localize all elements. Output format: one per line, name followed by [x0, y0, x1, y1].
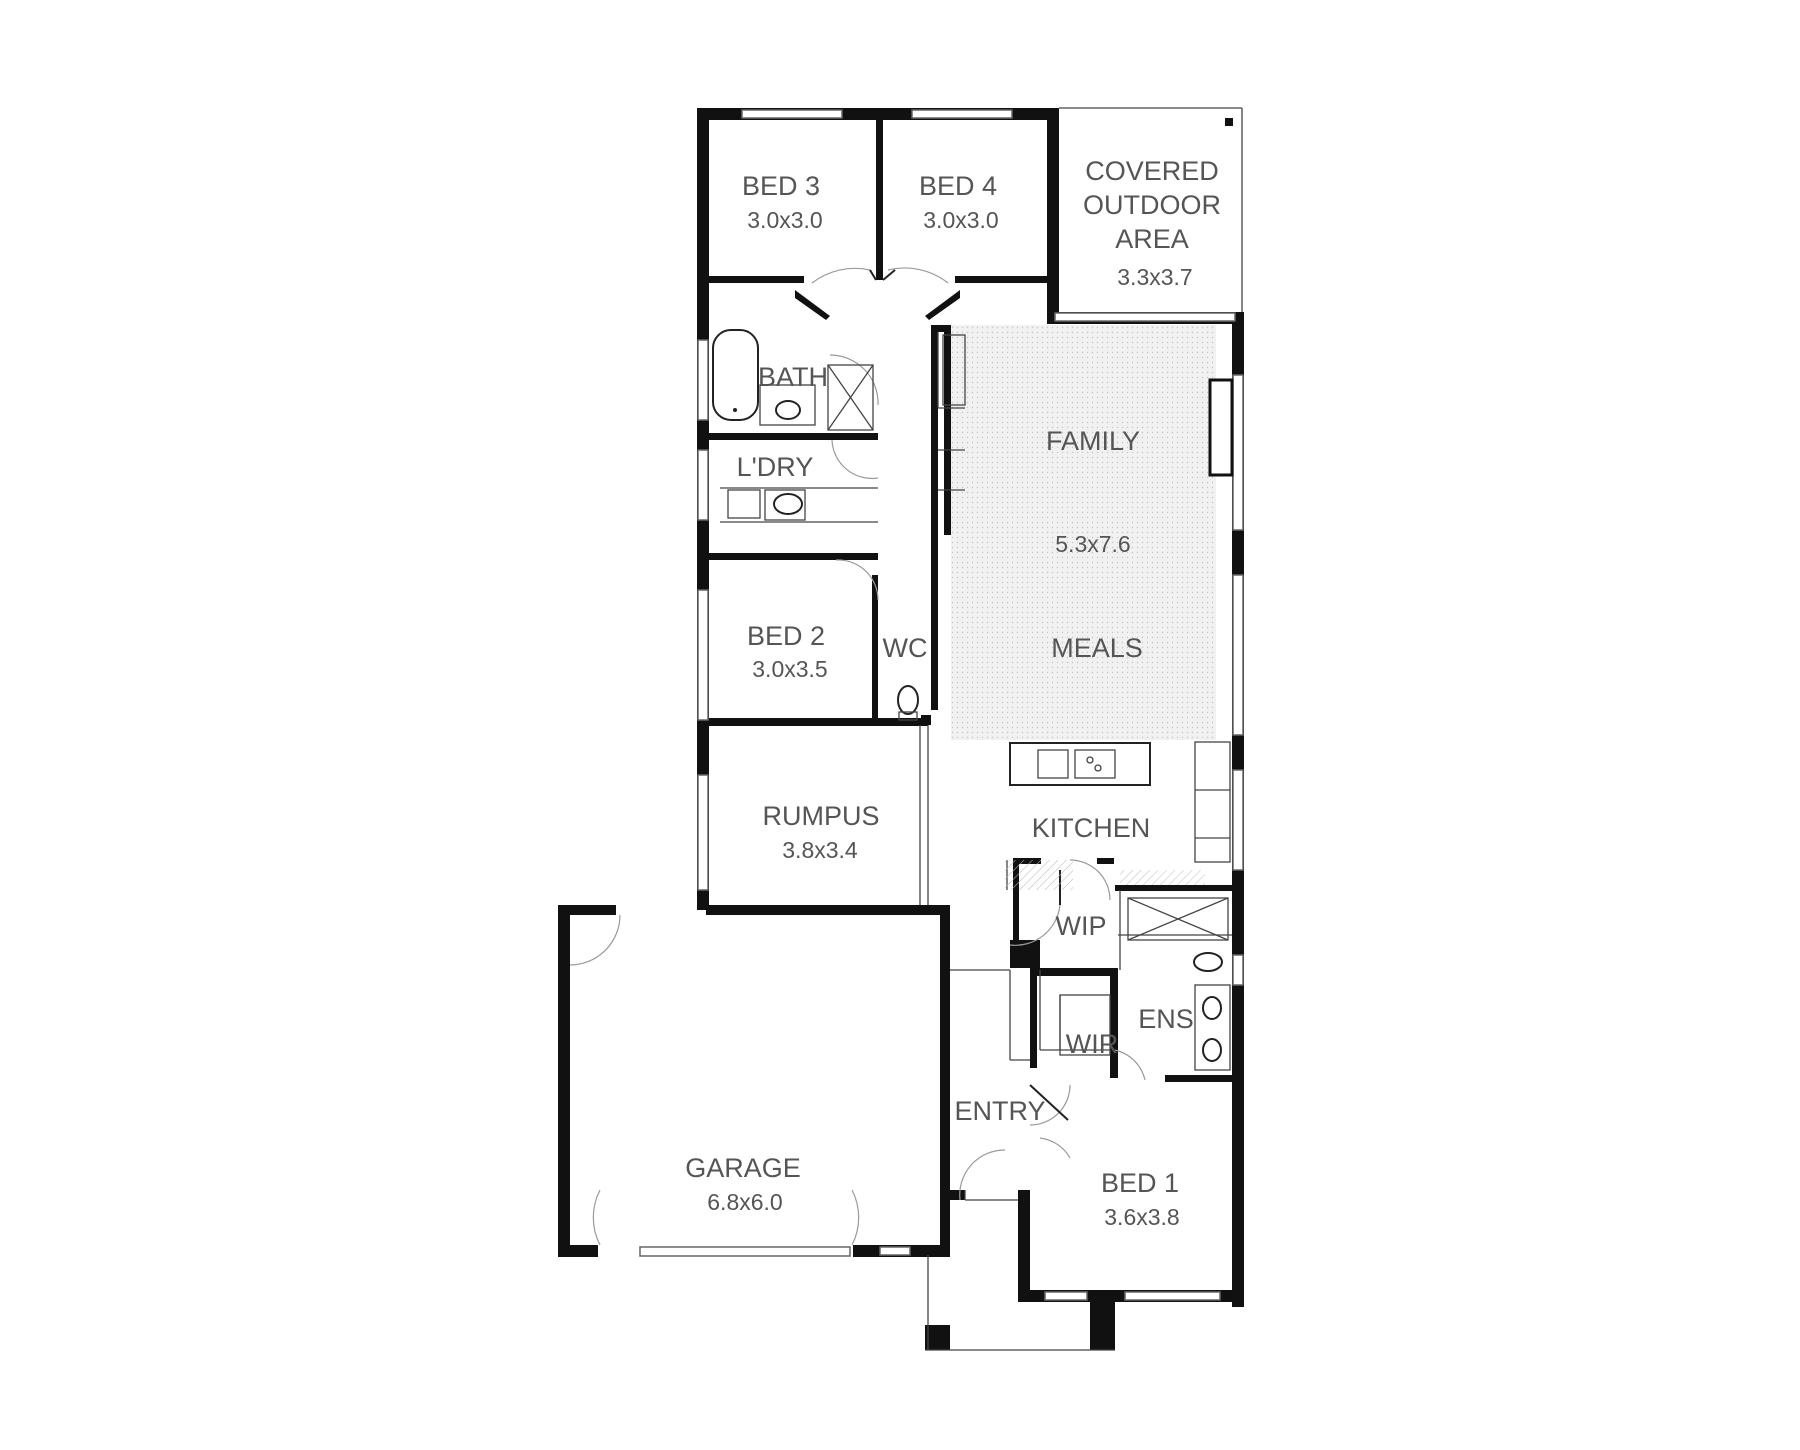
family-size: 5.3x7.6 [1055, 531, 1130, 557]
bed4-name: BED 4 [919, 171, 997, 201]
laundry-tub [727, 489, 761, 519]
laundry-name: L'DRY [737, 452, 814, 482]
rumpus-name: RUMPUS [762, 801, 879, 831]
ensuite-toilet [1193, 952, 1223, 972]
bathtub [712, 329, 759, 421]
toilet [897, 685, 919, 715]
wir-name: WIR [1066, 1029, 1118, 1059]
family-name: FAMILY [1046, 426, 1140, 456]
kitchen-island [1009, 742, 1151, 786]
bath-name: BATH [758, 362, 828, 392]
outdoor-name-line3: AREA [1115, 224, 1189, 254]
ensuite-vanity [1194, 984, 1231, 1071]
shower [827, 364, 874, 431]
garage-size: 6.8x6.0 [707, 1189, 782, 1215]
wc-name: WC [883, 633, 928, 663]
bed4-size: 3.0x3.0 [923, 207, 998, 233]
outdoor-size: 3.3x3.7 [1117, 264, 1192, 290]
bath-basin [759, 384, 816, 426]
windows [639, 109, 1244, 1301]
bed1-name: BED 1 [1101, 1168, 1179, 1198]
outdoor-name-line1: COVERED [1085, 156, 1219, 186]
bed1-size: 3.6x3.8 [1104, 1204, 1179, 1230]
room-labels: BED 3 3.0x3.0 BED 4 3.0x3.0 COVERED OUTD… [685, 156, 1221, 1230]
ensuite-shower [1127, 897, 1229, 941]
bed3-name: BED 3 [742, 171, 820, 201]
wir-shelf [1059, 994, 1111, 1056]
family-floor-fill-lower [951, 325, 971, 740]
entry-name: ENTRY [954, 1096, 1045, 1126]
door-swings [569, 267, 1146, 1246]
wip-name: WIP [1056, 911, 1107, 941]
rumpus-size: 3.8x3.4 [782, 837, 858, 863]
fixtures [712, 118, 1233, 1071]
meals-name: MEALS [1051, 633, 1143, 663]
living-floor-fill [951, 325, 1216, 740]
ens-name: ENS [1138, 1004, 1194, 1034]
partition-lines [919, 107, 1243, 1351]
kitchen-bench [1194, 741, 1231, 863]
sliding-door-family [1208, 378, 1234, 477]
bed2-size: 3.0x3.5 [752, 656, 827, 682]
garage-name: GARAGE [685, 1153, 801, 1183]
bed3-size: 3.0x3.0 [747, 207, 822, 233]
outdoor-name-line2: OUTDOOR [1083, 190, 1221, 220]
washer [764, 489, 806, 521]
kitchen-name: KITCHEN [1032, 813, 1151, 843]
bed2-name: BED 2 [747, 621, 825, 651]
